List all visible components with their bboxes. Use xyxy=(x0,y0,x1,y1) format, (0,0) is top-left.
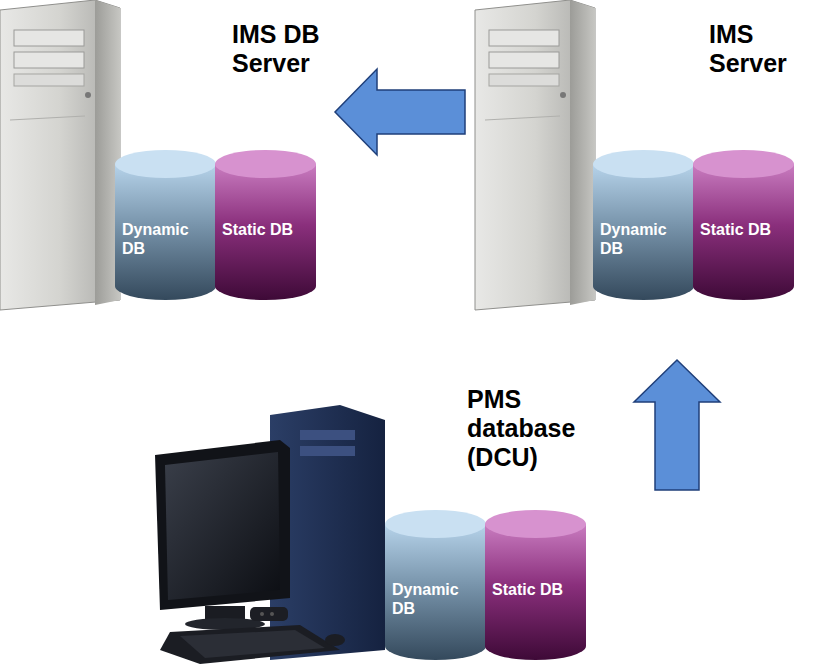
database-label: Static DB xyxy=(485,510,586,609)
block-arrow xyxy=(634,360,720,490)
database-label: Dynamic DB xyxy=(385,510,486,628)
database-label: Static DB xyxy=(215,150,316,249)
database-cylinder: Static DB xyxy=(485,510,586,660)
server-tower xyxy=(475,0,595,310)
server-label: IMS Server xyxy=(709,20,829,78)
desktop-pc xyxy=(155,405,385,664)
database-label: Static DB xyxy=(693,150,794,249)
computer-group: IMS DB ServerDynamic DBStatic DB xyxy=(0,0,340,310)
database-label: Dynamic DB xyxy=(115,150,216,268)
server-tower xyxy=(0,0,120,310)
database-label: Dynamic DB xyxy=(593,150,694,268)
computer-group: PMS database (DCU) Dynamic DBStatic DB xyxy=(150,380,617,664)
database-cylinder: Static DB xyxy=(693,150,794,300)
computer-group: IMS ServerDynamic DBStatic DB xyxy=(475,0,839,310)
server-label: IMS DB Server xyxy=(232,20,342,78)
database-cylinder: Dynamic DB xyxy=(593,150,694,300)
database-cylinder: Dynamic DB xyxy=(385,510,486,660)
block-arrow xyxy=(335,69,465,155)
database-cylinder: Static DB xyxy=(215,150,316,300)
server-label: PMS database (DCU) xyxy=(467,385,587,472)
database-cylinder: Dynamic DB xyxy=(115,150,216,300)
